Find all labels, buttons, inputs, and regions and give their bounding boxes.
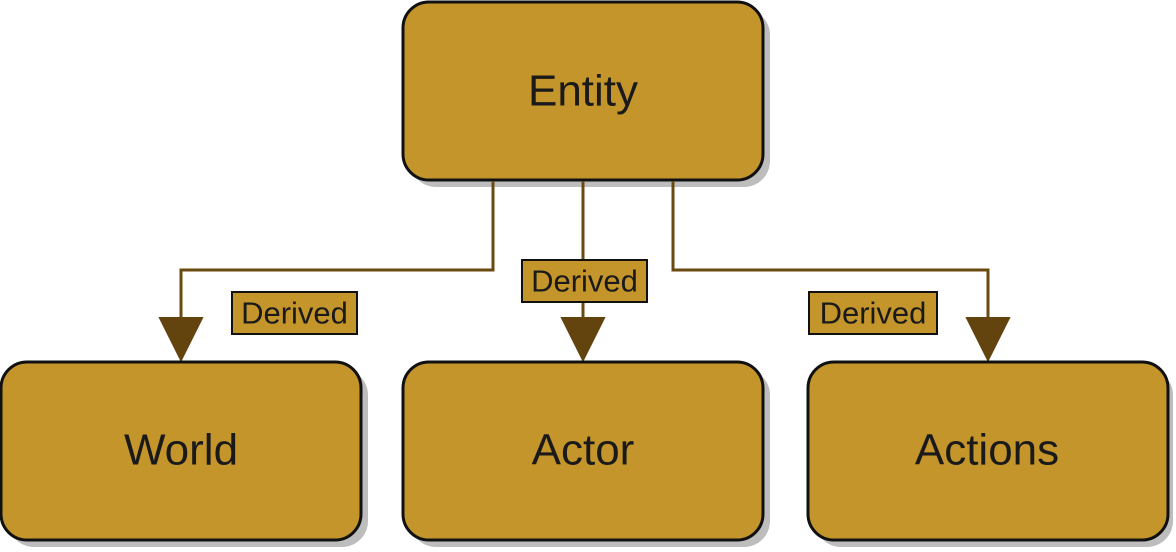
node-entity-label: Entity (528, 67, 638, 116)
edge-entity-actions-arrowhead (965, 317, 1011, 363)
edge-label-actor-box (521, 259, 648, 303)
edge-label-actions: Derived (808, 291, 938, 335)
edge-label-actor: Derived (521, 259, 648, 303)
edge-label-actions-text: Derived (820, 296, 927, 331)
node-actor-label: Actor (532, 426, 635, 475)
node-actions-label: Actions (915, 426, 1059, 475)
node-world-box (0, 360, 363, 542)
edge-entity-actor-arrowhead (560, 317, 606, 363)
edge-label-world-text: Derived (241, 296, 348, 331)
edge-label-actor-text: Derived (531, 264, 638, 299)
node-entity-box (401, 0, 765, 182)
node-actions-box (806, 360, 1170, 542)
edge-entity-world-arrowhead (158, 317, 204, 363)
node-entity: Entity (401, 0, 770, 187)
node-world-label: World (124, 426, 238, 475)
edges (158, 181, 1011, 363)
node-world: World (0, 360, 368, 547)
edge-label-actions-box (808, 291, 938, 335)
edge-label-world-box (231, 291, 358, 335)
node-actions: Actions (806, 360, 1173, 547)
edge-label-world: Derived (231, 291, 358, 335)
node-actor: Actor (401, 360, 770, 547)
edge-entity-world (179, 181, 495, 318)
edge-entity-actions (671, 181, 990, 318)
node-actor-box (401, 360, 765, 542)
